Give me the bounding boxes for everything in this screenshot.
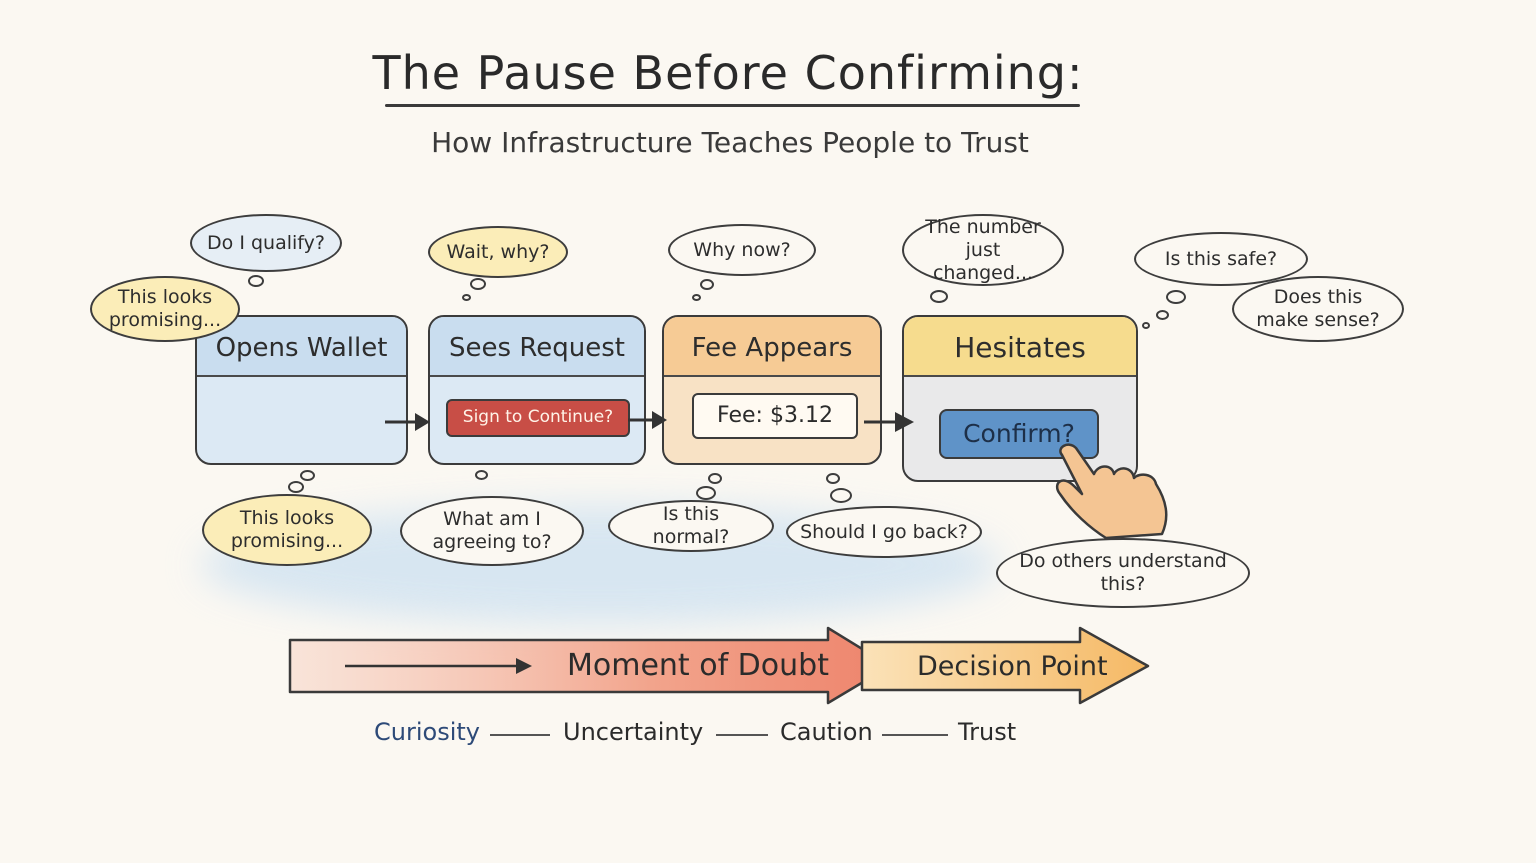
step-label: Opens Wallet [215,333,388,363]
decision-point-label: Decision Point [917,651,1108,682]
thought-bubble-make-sense: Does this make sense? [1232,276,1404,342]
thought-dot [1156,310,1169,320]
thought-dot [470,278,486,290]
thought-bubble-why-now: Why now? [668,224,816,276]
thought-dot [475,470,488,480]
step-opens-wallet: Opens Wallet [195,315,408,465]
step-hesitates: Hesitates Confirm? [902,315,1138,482]
thought-dot [300,470,315,481]
step-label: Fee Appears [691,333,853,363]
stage-caution: Caution [780,718,873,746]
fee-display: Fee: $3.12 [692,393,858,439]
page-title: The Pause Before Confirming: [372,46,1084,100]
moment-of-doubt-label: Moment of Doubt [567,648,829,683]
step-header-hesitates: Hesitates [904,317,1136,377]
stage-uncertainty: Uncertainty [563,718,704,746]
thought-dot [826,473,840,484]
thought-bubble-number-changed: The number just changed... [902,214,1064,286]
stage-divider [882,734,948,736]
thought-dot [1142,322,1150,329]
page-subtitle: How Infrastructure Teaches People to Tru… [431,126,1029,159]
thought-dot [1166,290,1186,304]
step-label: Hesitates [954,331,1086,364]
thought-dot [692,294,701,301]
thought-dot [708,473,722,484]
stage-divider [716,734,768,736]
confirm-button[interactable]: Confirm? [939,409,1099,459]
stage-trust: Trust [958,718,1017,746]
thought-dot [288,481,304,493]
thought-bubble-is-this-safe: Is this safe? [1134,232,1308,286]
step-sees-request: Sees Request Sign to Continue? [428,315,646,465]
step-header-opens-wallet: Opens Wallet [197,317,406,377]
thought-dot [462,294,471,301]
stage-divider [490,734,550,736]
thought-bubble-looks-promising-bottom: This looks promising... [202,494,372,566]
step-label: Sees Request [449,333,625,363]
thought-bubble-what-agreeing: What am I agreeing to? [400,496,584,566]
thought-bubble-should-i-go-back: Should I go back? [786,506,982,558]
sign-to-continue-button[interactable]: Sign to Continue? [446,399,630,437]
thought-bubble-do-i-qualify: Do I qualify? [190,214,342,272]
step-header-sees-request: Sees Request [430,317,644,377]
step-fee-appears: Fee Appears Fee: $3.12 [662,315,882,465]
thought-dot [930,290,948,303]
thought-dot [700,279,714,290]
thought-bubble-looks-promising-top: This looks promising... [90,276,240,342]
stage-curiosity: Curiosity [374,718,480,746]
thought-dot [248,275,264,287]
thought-bubble-wait-why: Wait, why? [428,226,568,278]
thought-bubble-is-this-normal: Is this normal? [608,500,774,552]
thought-bubble-others-understand: Do others understand this? [996,538,1250,608]
title-underline [385,104,1080,107]
thought-dot [696,486,716,500]
thought-dot [830,488,852,503]
step-header-fee-appears: Fee Appears [664,317,880,377]
